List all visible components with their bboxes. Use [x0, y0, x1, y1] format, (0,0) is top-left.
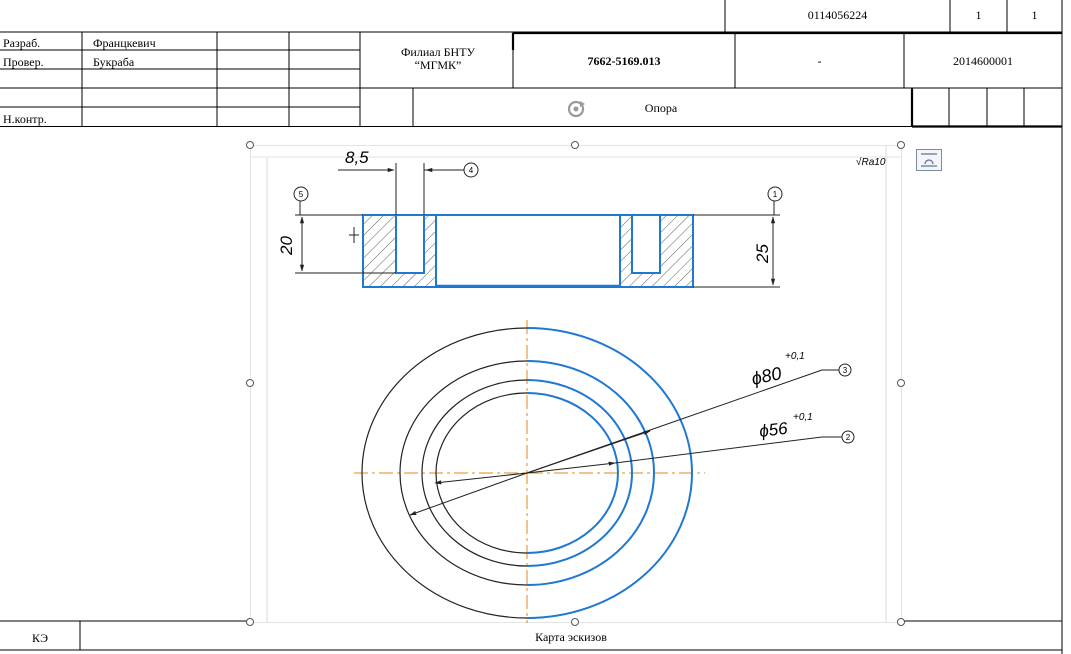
sheet-number: 1: [975, 8, 982, 22]
rotate-icon[interactable]: [566, 99, 586, 119]
right-code: 2014600001: [953, 54, 1013, 68]
callout-2-circle: [841, 430, 855, 444]
norm-control-label: Н.контр.: [3, 112, 47, 126]
developer-name: Францкевич: [93, 36, 156, 50]
checker-label: Провер.: [3, 55, 44, 69]
resize-handle-bottom[interactable]: [571, 618, 579, 626]
sketch-drawing[interactable]: 8,5 20 25 5 1 4 √Ra10: [250, 145, 902, 623]
resize-handle-top-right[interactable]: [897, 141, 905, 149]
checker-name: Букраба: [93, 55, 135, 69]
callout-5: 5: [299, 190, 304, 199]
dimension-height-left: 20: [277, 236, 296, 256]
part-name: Опора: [644, 101, 678, 115]
dimension-width-top: 8,5: [345, 148, 369, 167]
callout-4: 4: [469, 166, 474, 175]
resize-handle-right[interactable]: [897, 379, 905, 387]
layout-options-icon: [921, 153, 937, 167]
resize-handle-bottom-left[interactable]: [246, 618, 254, 626]
resize-handle-top-left[interactable]: [246, 141, 254, 149]
document-code: 0114056224: [807, 8, 868, 22]
diameter-inner-tolerance: +0,1: [793, 412, 813, 423]
layout-options-button[interactable]: [916, 149, 942, 171]
organization-name: Филиал БНТУ “МГМК”: [400, 45, 476, 72]
footer-title: Карта эскизов: [535, 630, 607, 644]
designation: 7662-5169.013: [587, 54, 661, 68]
resize-handle-left[interactable]: [246, 379, 254, 387]
developer-label: Разраб.: [3, 36, 41, 50]
footer-code: КЭ: [31, 631, 49, 645]
callout-3: 3: [843, 366, 848, 375]
resize-handle-top[interactable]: [571, 141, 579, 149]
dimension-height-right: 25: [753, 244, 772, 264]
dash-field: -: [817, 54, 822, 68]
resize-handle-bottom-right[interactable]: [897, 618, 905, 626]
callout-2: 2: [846, 433, 851, 442]
sheets-total: 1: [1031, 8, 1038, 22]
callout-4-circle: [463, 162, 479, 178]
roughness-mark: √Ra10: [856, 156, 886, 168]
callout-1: 1: [773, 190, 778, 199]
callout-5-circle: [293, 186, 309, 202]
section-view: 8,5 20 25 5 1 4 √Ra10: [277, 148, 886, 288]
callout-1-circle: [767, 186, 783, 202]
callout-3-circle: [838, 363, 852, 377]
diameter-inner-label: ϕ56: [758, 419, 789, 441]
plan-view: ϕ80 +0,1 ϕ56 +0,1 3 2: [354, 320, 855, 623]
diameter-outer-tolerance: +0,1: [785, 351, 805, 362]
